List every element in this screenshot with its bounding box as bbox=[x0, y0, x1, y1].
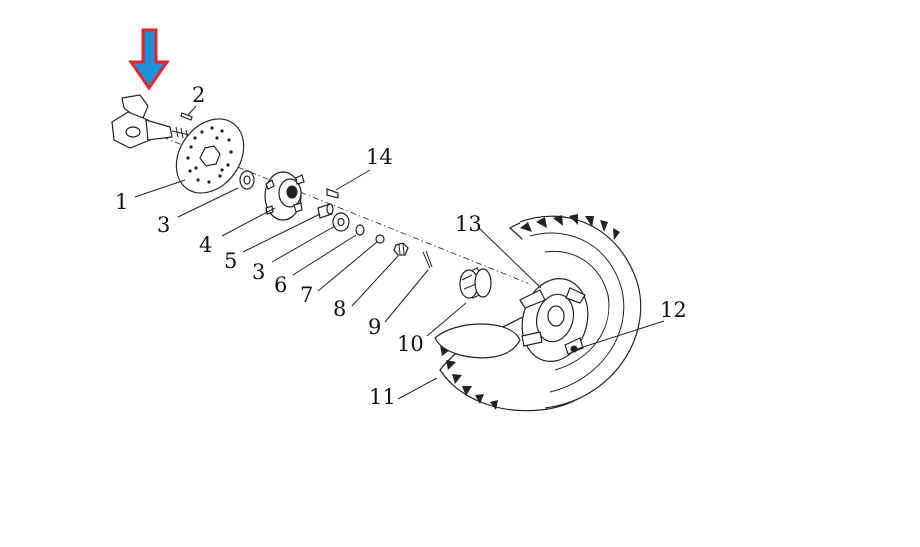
label-12: 12 bbox=[660, 298, 687, 322]
cotter-pin bbox=[422, 250, 433, 269]
label-4: 4 bbox=[199, 233, 212, 257]
washer-part-6 bbox=[355, 224, 365, 236]
label-13: 13 bbox=[455, 212, 482, 236]
wheel-rim bbox=[519, 277, 589, 363]
label-1: 1 bbox=[115, 190, 128, 214]
leader-lines bbox=[134, 105, 665, 400]
wheel-hub bbox=[264, 171, 305, 221]
label-3b: 3 bbox=[252, 260, 265, 284]
down-arrow-icon bbox=[128, 28, 170, 91]
label-14: 14 bbox=[366, 145, 393, 169]
bolt-part-2 bbox=[180, 112, 193, 121]
spacer-tube bbox=[317, 203, 334, 219]
label-7: 7 bbox=[300, 283, 313, 307]
label-2: 2 bbox=[192, 83, 205, 107]
label-11: 11 bbox=[369, 385, 396, 409]
wheel-stud bbox=[326, 188, 339, 199]
label-6: 6 bbox=[274, 273, 287, 297]
brake-disc bbox=[175, 118, 245, 194]
label-10: 10 bbox=[397, 332, 424, 356]
castle-nut bbox=[393, 242, 409, 256]
label-3a: 3 bbox=[157, 213, 170, 237]
label-8: 8 bbox=[333, 297, 346, 321]
washer-part-7 bbox=[375, 234, 385, 244]
washer-part-3a bbox=[239, 170, 255, 190]
hub-cap bbox=[459, 267, 492, 299]
axis-centerline bbox=[149, 131, 561, 297]
label-9: 9 bbox=[368, 315, 381, 339]
steering-knuckle bbox=[111, 94, 191, 149]
label-5: 5 bbox=[224, 249, 237, 273]
washer-part-3b bbox=[332, 212, 350, 232]
